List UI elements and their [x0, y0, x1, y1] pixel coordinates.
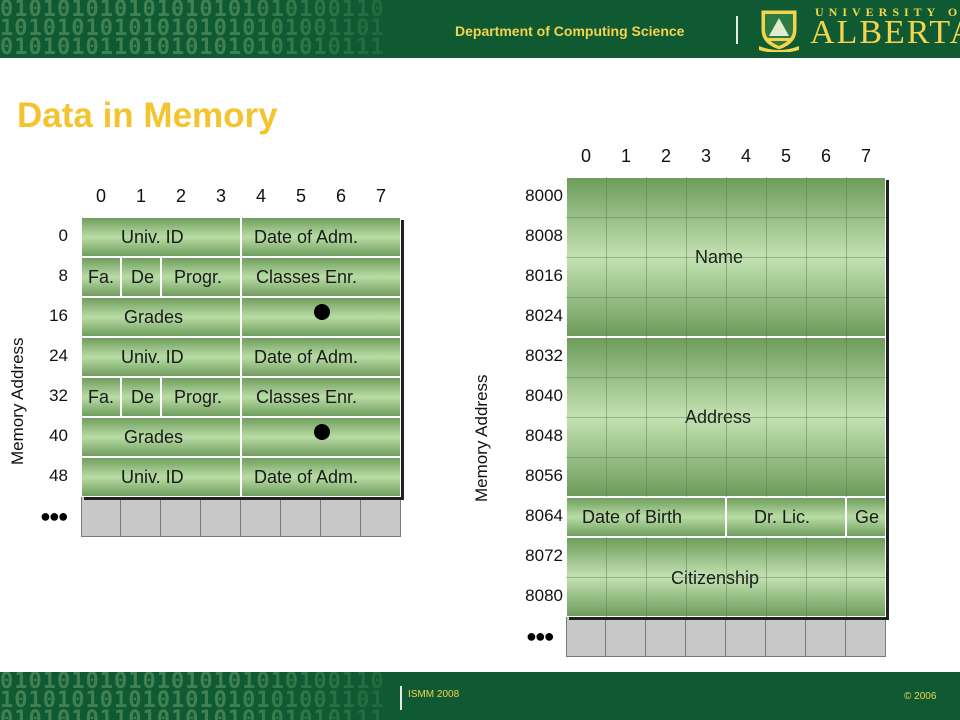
progr-field: Progr.	[161, 257, 241, 297]
row-address-label: 8048	[525, 426, 563, 445]
de-field: De	[121, 377, 161, 417]
memory-cell	[241, 497, 281, 537]
column-label: 3	[700, 146, 711, 166]
column-label: 4	[255, 186, 266, 206]
row-address-label: 32	[49, 386, 68, 405]
footer-divider	[400, 686, 402, 710]
column-label: 7	[375, 186, 386, 206]
footer-band: 010101010101010101010100110 101010101010…	[0, 672, 960, 720]
right-axis-label: Memory Address	[472, 374, 491, 502]
right-ellipsis: ●●●	[526, 626, 555, 646]
memory-cell	[281, 497, 321, 537]
memory-cell	[161, 497, 201, 537]
column-label: 7	[860, 146, 871, 166]
pointer-dot	[314, 424, 330, 440]
classes-field: Classes Enr.	[241, 377, 401, 417]
memory-cell	[686, 617, 726, 657]
de-field: De	[121, 257, 161, 297]
row-address-label: 8008	[525, 226, 563, 245]
date-of-birth-field: Date of Birth	[566, 497, 726, 537]
date-adm-field: Date of Adm.	[241, 457, 401, 497]
row-address-label: 48	[49, 466, 68, 485]
memory-cell	[726, 617, 766, 657]
row-address-label: 8072	[525, 546, 563, 565]
row-address-label: 8	[58, 266, 68, 285]
row-address-label: 8056	[525, 466, 563, 485]
grades-field: Grades	[81, 417, 241, 457]
left-ellipsis: ●●●	[40, 506, 69, 526]
column-label: 4	[740, 146, 751, 166]
column-label: 2	[175, 186, 186, 206]
fa-field: Fa.	[81, 257, 121, 297]
memory-cell	[766, 617, 806, 657]
column-label: 6	[335, 186, 346, 206]
memory-cell	[846, 617, 886, 657]
column-label: 5	[780, 146, 791, 166]
header-band: 010101010101010101010100110 101010101010…	[0, 0, 960, 58]
column-label: 3	[215, 186, 226, 206]
memory-cell	[806, 617, 846, 657]
page-title: Data in Memory	[17, 96, 278, 135]
row-address-label: 8064	[525, 506, 563, 525]
row-address-label: 24	[49, 346, 68, 365]
date-adm-field: Date of Adm.	[241, 337, 401, 377]
department-name: Department of Computing Science	[455, 23, 685, 39]
memory-cell	[361, 497, 401, 537]
citizenship-field: Citizenship	[566, 537, 886, 617]
memory-cell	[321, 497, 361, 537]
univ-id-field: Univ. ID	[81, 457, 241, 497]
column-label: 2	[660, 146, 671, 166]
address-field: Address	[566, 337, 886, 497]
drivers-license-field: Dr. Lic.	[726, 497, 846, 537]
progr-field: Progr.	[161, 377, 241, 417]
left-axis-label: Memory Address	[8, 337, 27, 465]
column-label: 0	[95, 186, 106, 206]
gender-field: Ge	[846, 497, 886, 537]
memory-cell	[201, 497, 241, 537]
header-divider	[736, 16, 738, 44]
column-label: 0	[580, 146, 591, 166]
memory-cell	[566, 617, 606, 657]
university-crest-icon	[759, 9, 799, 52]
university-label-big: ALBERTA	[810, 14, 960, 51]
row-address-label: 0	[58, 226, 68, 245]
memory-cell	[606, 617, 646, 657]
row-address-label: 8040	[525, 386, 563, 405]
row-address-label: 16	[49, 306, 68, 325]
memory-cell	[81, 497, 121, 537]
row-address-label: 8000	[525, 186, 563, 205]
univ-id-field: Univ. ID	[81, 337, 241, 377]
fa-field: Fa.	[81, 377, 121, 417]
column-label: 1	[620, 146, 631, 166]
column-label: 5	[295, 186, 306, 206]
name-field: Name	[566, 177, 886, 337]
classes-field: Classes Enr.	[241, 257, 401, 297]
grades-field: Grades	[81, 297, 241, 337]
row-address-label: 8024	[525, 306, 563, 325]
row-address-label: 8080	[525, 586, 563, 605]
column-label: 6	[820, 146, 831, 166]
university-label-small: UNIVERSITY OF	[815, 5, 960, 19]
row-address-label: 8016	[525, 266, 563, 285]
column-label: 1	[135, 186, 146, 206]
copyright-label: © 2006	[904, 691, 937, 702]
univ-id-field: Univ. ID	[81, 217, 241, 257]
memory-cell	[646, 617, 686, 657]
row-address-label: 8032	[525, 346, 563, 365]
memory-cell	[121, 497, 161, 537]
conference-label: ISMM 2008	[408, 689, 460, 700]
date-adm-field: Date of Adm.	[241, 217, 401, 257]
pointer-dot	[314, 304, 330, 320]
row-address-label: 40	[49, 426, 68, 445]
